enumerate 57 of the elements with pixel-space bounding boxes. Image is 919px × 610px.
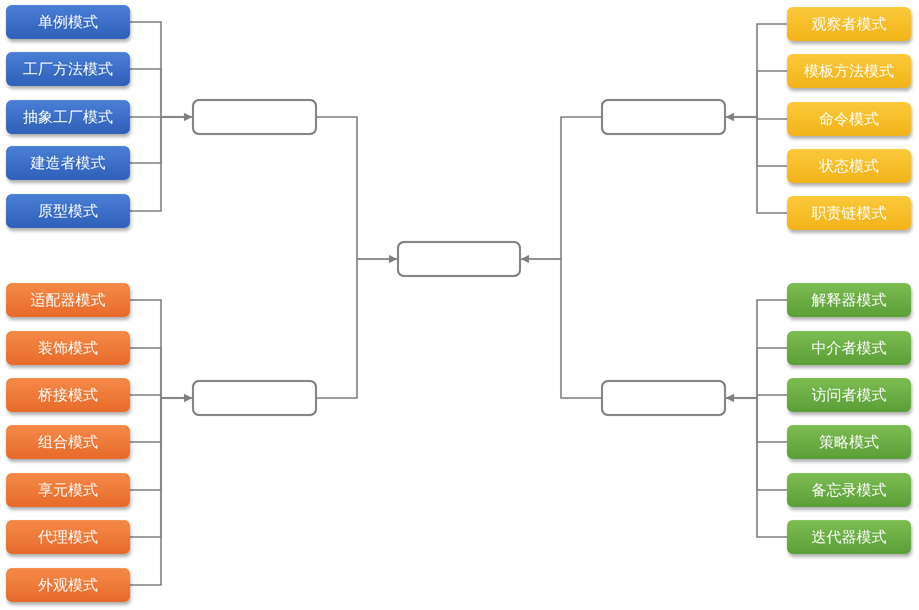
pattern-box [6, 473, 130, 507]
pattern-name: 适配器模式 [30, 290, 106, 310]
pattern-name: 外观模式 [38, 576, 98, 594]
pattern-name: 命令模式 [819, 110, 879, 128]
pattern-box [787, 7, 911, 41]
connector-arrow [521, 255, 601, 399]
connector-arrow [130, 113, 192, 212]
pattern-name: 单例模式 [38, 12, 98, 32]
empty-box [192, 99, 317, 135]
pattern-name: 工厂方法模式 [23, 60, 113, 78]
pattern-box [787, 473, 911, 507]
connector-arrow [130, 394, 192, 586]
pattern-name: 观察者模式 [812, 14, 886, 34]
pattern-box [6, 283, 130, 317]
pattern-box [787, 425, 911, 459]
pattern-name: 访问者模式 [812, 386, 886, 404]
empty-box [192, 380, 317, 416]
pattern-box [787, 283, 911, 317]
pattern-name: 享元模式 [38, 480, 98, 500]
pattern-name: 建造者模式 [30, 154, 106, 172]
pattern-box [6, 378, 130, 412]
pattern-box [6, 331, 130, 365]
pattern-name: 模板方法模式 [804, 62, 894, 80]
pattern-box [6, 194, 130, 228]
pattern-box [6, 520, 130, 554]
connector-arrow [726, 113, 787, 214]
pattern-name: 策略模式 [819, 432, 879, 452]
pattern-box [787, 331, 911, 365]
pattern-box [6, 52, 130, 86]
pattern-name: 迭代器模式 [812, 528, 886, 546]
pattern-box [6, 568, 130, 602]
pattern-box [787, 196, 911, 230]
pattern-name: 组合模式 [38, 432, 98, 452]
pattern-name: 备忘录模式 [812, 480, 886, 500]
pattern-name: 中介者模式 [812, 338, 886, 358]
connector-arrow [317, 255, 397, 399]
pattern-box [6, 146, 130, 180]
pattern-name: 代理模式 [38, 528, 98, 546]
pattern-name: 职责链模式 [812, 204, 886, 222]
pattern-name: 解释器模式 [812, 290, 886, 310]
pattern-box [787, 149, 911, 183]
empty-box [601, 99, 726, 135]
pattern-box [6, 5, 130, 39]
pattern-box [6, 100, 130, 134]
pattern-box [6, 425, 130, 459]
pattern-box [787, 54, 911, 88]
pattern-name: 原型模式 [38, 202, 98, 220]
pattern-box [787, 102, 911, 136]
pattern-name: 桥接模式 [38, 386, 98, 404]
pattern-box [787, 520, 911, 554]
pattern-box [787, 378, 911, 412]
empty-box [397, 241, 521, 277]
pattern-name: 抽象工厂模式 [23, 108, 113, 126]
empty-box [601, 380, 726, 416]
pattern-name: 状态模式 [819, 156, 879, 176]
connector-arrow [726, 394, 787, 538]
pattern-name: 装饰模式 [38, 338, 98, 358]
